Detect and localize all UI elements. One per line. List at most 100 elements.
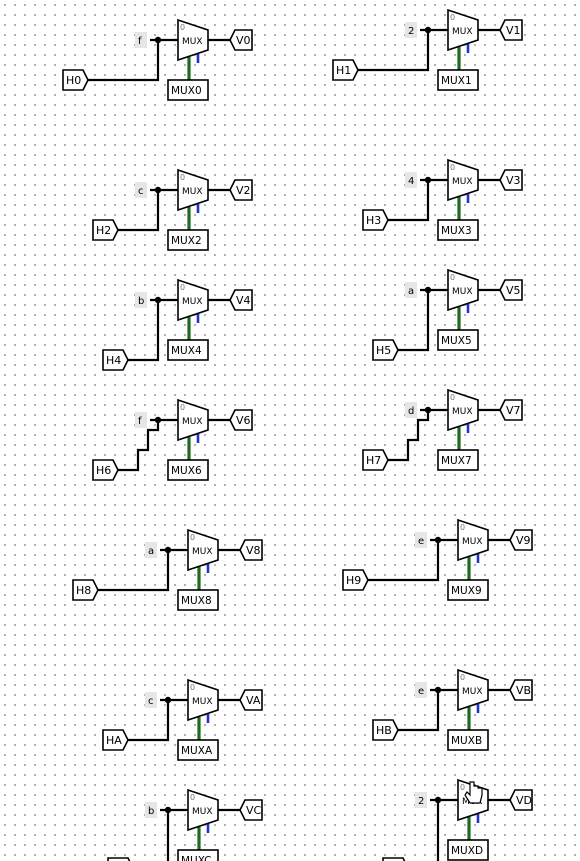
select-constant[interactable]: c xyxy=(138,186,144,197)
input-pin[interactable]: H7 xyxy=(366,454,381,467)
select-constant[interactable]: 2 xyxy=(418,796,424,807)
input-pin[interactable]: H9 xyxy=(346,574,361,587)
constant-box[interactable] xyxy=(145,542,157,558)
mux-body[interactable] xyxy=(187,678,219,722)
constant-box[interactable] xyxy=(405,172,417,188)
input-pin[interactable]: H1 xyxy=(336,64,351,77)
tunnel-label[interactable]: MUXC xyxy=(181,855,212,861)
mux-body[interactable] xyxy=(177,278,209,322)
input-pin-shape[interactable] xyxy=(102,729,129,751)
output-pin-shape[interactable] xyxy=(239,539,263,561)
input-pin-shape[interactable] xyxy=(92,459,119,481)
input-pin-shape[interactable] xyxy=(102,349,129,371)
tunnel-box[interactable] xyxy=(437,69,479,91)
output-pin[interactable]: V5 xyxy=(506,284,521,297)
tunnel-box[interactable] xyxy=(177,739,219,761)
mux-body[interactable] xyxy=(177,168,209,212)
mux-body[interactable] xyxy=(447,158,479,202)
select-constant[interactable]: d xyxy=(408,406,414,417)
mux-circuit[interactable]: b0MUXHCVCMUXC xyxy=(107,788,263,861)
mux-body[interactable] xyxy=(447,268,479,312)
input-pin-shape[interactable] xyxy=(107,857,133,861)
output-pin-shape[interactable] xyxy=(229,289,253,311)
output-pin-shape[interactable] xyxy=(229,409,253,431)
mux-body[interactable] xyxy=(177,18,209,62)
output-pin-shape[interactable] xyxy=(509,789,533,811)
constant-box[interactable] xyxy=(405,22,417,38)
select-constant[interactable]: b xyxy=(148,806,154,817)
select-constant[interactable]: c xyxy=(148,696,154,707)
output-pin[interactable]: V9 xyxy=(516,534,531,547)
mux-body[interactable] xyxy=(447,8,479,52)
output-pin-shape[interactable] xyxy=(499,399,523,421)
input-pin-shape[interactable] xyxy=(362,209,389,231)
output-pin[interactable]: VA xyxy=(246,694,261,707)
constant-box[interactable] xyxy=(145,692,157,708)
output-pin[interactable]: V1 xyxy=(506,24,521,37)
constant-box[interactable] xyxy=(135,182,147,198)
tunnel-label[interactable]: MUX3 xyxy=(441,225,472,237)
input-pin-shape[interactable] xyxy=(92,219,119,241)
tunnel-label[interactable]: MUX5 xyxy=(441,335,472,347)
select-constant[interactable]: 2 xyxy=(408,26,414,37)
output-pin[interactable]: VB xyxy=(516,684,531,697)
input-pin[interactable]: H5 xyxy=(376,344,391,357)
output-pin-shape[interactable] xyxy=(239,689,263,711)
constant-box[interactable] xyxy=(415,792,427,808)
constant-box[interactable] xyxy=(405,402,417,418)
output-pin-shape[interactable] xyxy=(509,679,533,701)
constant-box[interactable] xyxy=(405,282,417,298)
output-pin[interactable]: V6 xyxy=(236,414,251,427)
tunnel-box[interactable] xyxy=(177,849,219,861)
tunnel-label[interactable]: MUX1 xyxy=(441,75,472,87)
select-constant[interactable]: b xyxy=(138,296,144,307)
constant-box[interactable] xyxy=(135,292,147,308)
select-constant[interactable]: f xyxy=(138,36,142,47)
input-pin[interactable]: H0 xyxy=(66,74,81,87)
output-pin[interactable]: V2 xyxy=(236,184,251,197)
input-pin[interactable]: H2 xyxy=(96,224,111,237)
input-pin-shape[interactable] xyxy=(362,449,389,471)
input-pin[interactable]: H4 xyxy=(106,354,121,367)
input-pin-shape[interactable] xyxy=(372,719,399,741)
output-pin[interactable]: VD xyxy=(516,794,532,807)
tunnel-box[interactable] xyxy=(447,839,489,861)
output-pin[interactable]: V8 xyxy=(246,544,261,557)
tunnel-box[interactable] xyxy=(167,79,209,101)
output-pin[interactable]: V7 xyxy=(506,404,521,417)
tunnel-box[interactable] xyxy=(437,219,479,241)
tunnel-box[interactable] xyxy=(167,339,209,361)
select-constant[interactable]: 4 xyxy=(408,176,414,187)
constant-box[interactable] xyxy=(415,682,427,698)
tunnel-label[interactable]: MUXD xyxy=(451,845,483,857)
tunnel-label[interactable]: MUX6 xyxy=(171,465,202,477)
output-pin-shape[interactable] xyxy=(499,19,523,41)
tunnel-label[interactable]: MUX9 xyxy=(451,585,482,597)
output-pin-shape[interactable] xyxy=(509,529,533,551)
tunnel-label[interactable]: MUXB xyxy=(451,735,482,747)
tunnel-box[interactable] xyxy=(447,729,489,751)
input-pin-shape[interactable] xyxy=(72,579,99,601)
output-pin[interactable]: V4 xyxy=(236,294,251,307)
mux-body[interactable] xyxy=(457,668,489,712)
mux-body[interactable] xyxy=(457,518,489,562)
tunnel-label[interactable]: MUX8 xyxy=(181,595,212,607)
input-pin[interactable]: HB xyxy=(376,724,392,737)
tunnel-box[interactable] xyxy=(437,329,479,351)
mux-circuit[interactable]: 20MUXHDVDMUXD xyxy=(382,778,533,861)
constant-box[interactable] xyxy=(135,32,147,48)
mux-body[interactable] xyxy=(447,388,479,432)
input-pin-shape[interactable] xyxy=(382,857,408,861)
constant-box[interactable] xyxy=(415,532,427,548)
input-pin[interactable]: H6 xyxy=(96,464,111,477)
output-pin-shape[interactable] xyxy=(229,29,253,51)
output-pin[interactable]: VC xyxy=(246,804,262,817)
